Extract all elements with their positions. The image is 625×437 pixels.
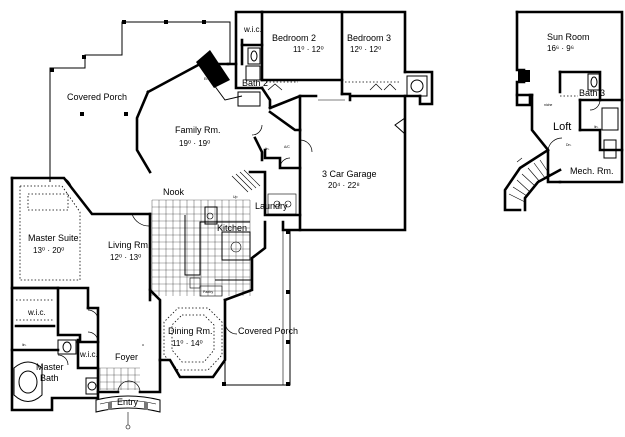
stair-treads bbox=[231, 169, 297, 215]
upper-floor-plan: niche Dn. lin. Sun Room 16⁶ · 9⁶ Bath 3 … bbox=[503, 10, 624, 212]
svg-text:Pantry: Pantry bbox=[203, 290, 213, 294]
bath-2-fixtures bbox=[245, 47, 262, 89]
sun-room-dims: 16⁶ · 9⁶ bbox=[547, 44, 574, 53]
small-annotations: A/C o Up lin. bbox=[22, 145, 290, 347]
wic-master-label: w.i.c. bbox=[27, 308, 46, 317]
upper-interior-walls bbox=[558, 70, 624, 152]
entry-steps bbox=[95, 395, 161, 430]
loft-label: Loft bbox=[553, 121, 571, 133]
bedroom-closets bbox=[266, 81, 400, 91]
interior-walls bbox=[10, 43, 352, 370]
bath-3-label: Bath 3 bbox=[579, 88, 605, 98]
garage-label: 3 Car Garage bbox=[322, 169, 377, 179]
dining-rm-label: Dining Rm. bbox=[168, 326, 213, 336]
master-tray-ceiling bbox=[19, 185, 81, 281]
kitchen-tile-grid bbox=[151, 199, 251, 296]
rear-porch-outline bbox=[49, 20, 231, 182]
bath-2-label: Bath 2 bbox=[242, 78, 268, 88]
svg-text:niche: niche bbox=[544, 103, 552, 107]
svg-text:Up: Up bbox=[233, 195, 238, 199]
bedroom-2-dims: 11⁰ · 12⁰ bbox=[293, 45, 324, 54]
mech-rm-label: Mech. Rm. bbox=[570, 166, 614, 176]
bedroom-2-label: Bedroom 2 bbox=[272, 33, 316, 43]
foyer-label: Foyer bbox=[115, 352, 138, 362]
ac-unit bbox=[406, 75, 428, 97]
wic-foyer-label: w.i.c. bbox=[79, 350, 98, 359]
svg-text:lin.: lin. bbox=[22, 343, 27, 347]
living-rm-dims: 12⁰ · 13⁰ bbox=[110, 253, 141, 262]
bedroom-3-label: Bedroom 3 bbox=[347, 33, 391, 43]
family-room-builtins: Ent. lin. bbox=[196, 50, 270, 151]
garage-dims: 20⁴ · 22⁸ bbox=[328, 181, 360, 190]
room-labels: Covered Porch Bedroom 2 11⁰ · 12⁰ Bedroo… bbox=[27, 25, 391, 407]
master-suite-dims: 13⁰ · 20⁰ bbox=[33, 246, 64, 255]
wic-bath-label: w.i.c. bbox=[243, 25, 262, 34]
master-bath-label-line1: Master bbox=[36, 362, 64, 372]
master-bath-label-line2: Bath bbox=[40, 373, 59, 383]
upper-fixtures: niche Dn. lin. bbox=[518, 70, 619, 159]
sun-room-label: Sun Room bbox=[547, 32, 590, 42]
family-rm-dims: 19⁰ · 19⁰ bbox=[179, 139, 210, 148]
door-swings bbox=[57, 124, 313, 393]
entry-label: Entry bbox=[117, 397, 139, 407]
foyer-tile-grid bbox=[99, 367, 140, 390]
svg-text:o: o bbox=[142, 343, 144, 347]
upper-stairs bbox=[503, 99, 601, 212]
bedroom-3-dims: 12⁰ · 12⁰ bbox=[350, 45, 381, 54]
dining-rm-dims: 11⁰ · 14⁰ bbox=[172, 339, 203, 348]
svg-text:Dn.: Dn. bbox=[566, 143, 571, 147]
master-bath-fixtures bbox=[13, 299, 99, 402]
covered-porch-front-label: Covered Porch bbox=[238, 326, 298, 336]
svg-text:Ent.: Ent. bbox=[204, 77, 210, 81]
upper-room-labels: Sun Room 16⁶ · 9⁶ Bath 3 Loft Mech. Rm. bbox=[547, 32, 614, 176]
covered-porch-rear-label: Covered Porch bbox=[67, 92, 127, 102]
dining-tray-ceiling bbox=[163, 307, 223, 371]
kitchen-label: Kitchen bbox=[217, 223, 247, 233]
front-porch-outline bbox=[222, 229, 291, 386]
garage-openings bbox=[306, 99, 406, 231]
svg-text:lin.: lin. bbox=[265, 147, 270, 151]
laundry-label: Laundry bbox=[255, 201, 288, 211]
kitchen-counters: Pantry bbox=[184, 206, 252, 297]
svg-text:A/C: A/C bbox=[284, 145, 290, 149]
living-rm-label: Living Rm. bbox=[108, 240, 151, 250]
nook-label: Nook bbox=[163, 187, 185, 197]
main-floor-plan: Pantry Ent. lin. bbox=[10, 10, 434, 430]
family-rm-label: Family Rm. bbox=[175, 125, 221, 135]
master-suite-label: Master Suite bbox=[28, 233, 79, 243]
svg-text:lin.: lin. bbox=[594, 125, 599, 129]
